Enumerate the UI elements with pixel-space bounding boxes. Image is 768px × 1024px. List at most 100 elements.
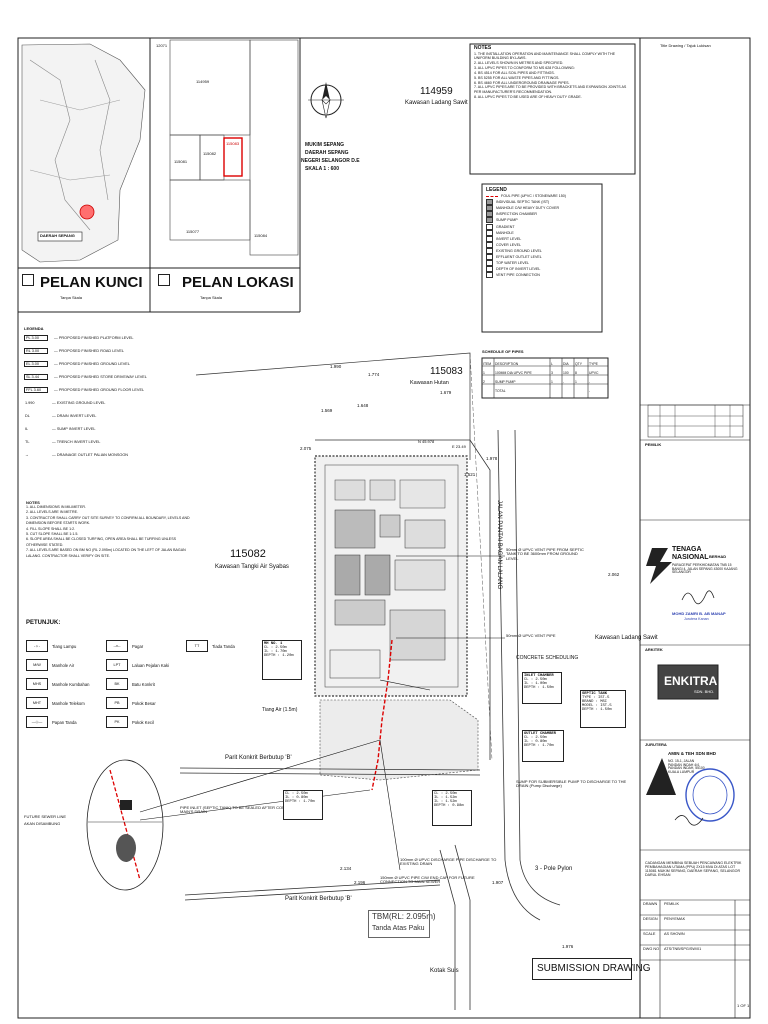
schedule-cell: UPVC xyxy=(589,370,599,375)
note-item: 3. ALL UPVC PIPES TO CONFORM TO MS 628 F… xyxy=(474,66,575,71)
tag-line: IL : 1.52m xyxy=(434,800,457,804)
lot-115083-name: Kawasan Hutan xyxy=(410,380,449,386)
tbm-box xyxy=(368,910,430,938)
pipe-legend-label: DEPTH OF INVERT LEVEL xyxy=(496,267,541,272)
level-legend-item: TL— TRENCH INVERT LEVEL xyxy=(24,435,174,448)
pipe-legend-label: COVER LEVEL xyxy=(496,242,521,247)
scale-label: SKALA 1 : 600 xyxy=(305,166,339,172)
schedule-title: SCHEDULE OF PIPES xyxy=(482,349,524,354)
foul-pipe-swatch-icon xyxy=(486,195,498,197)
pipe-legend-label: FOUL PIPE (UPVC / STONEWARE 150) xyxy=(501,194,566,198)
petunjuk-label: Manhole Air xyxy=(52,662,75,668)
legend-symbol-icon xyxy=(486,272,493,279)
location-plan-scale: Tanpa Skala xyxy=(200,295,223,300)
level-code: IL xyxy=(25,426,29,431)
schedule-cell: 1 xyxy=(575,379,577,384)
discharge-pipe-callout: 100mm Ø UPVC DISCHARGE PIPE DISCHARGE TO… xyxy=(400,857,497,867)
level-code: EL 3.00 xyxy=(24,360,48,367)
level-desc: — PROPOSED FINISHED ROAD LEVEL xyxy=(54,348,125,353)
pipe-legend-item: TOP WATER LEVEL xyxy=(486,260,601,267)
site-note-item: 5. CUT SLOPE SHALL BE 1:1.5. xyxy=(26,531,79,536)
pipe-legend-item: COVER LEVEL xyxy=(486,241,601,248)
enkitra-sub: SDN. BHD. xyxy=(694,689,715,694)
signatory-name: MOHD ZAMRI B. AB MANAP xyxy=(672,611,726,616)
title-block-value: AS SHOWN xyxy=(664,932,685,936)
pipe-legend-item: MANHOLE xyxy=(486,229,601,236)
vent-pipe-callout: 50mm Ø UPVC VENT PIPE FROM SEPTIC TANK T… xyxy=(506,547,584,561)
level-desc: — DRAINAGE OUTLET PALIAN MONSOON xyxy=(52,452,129,457)
title-block-value: PEMILIK xyxy=(664,902,679,906)
level-code: FFL 3.60 xyxy=(24,386,48,393)
daerah-label: DAERAH SEPANG xyxy=(305,150,349,156)
note-item: 4. BS 4514 FOR ALL SOIL PIPES AND FITTIN… xyxy=(474,70,555,75)
lot-114959-plan-name: Kawasan Ladang Sawit xyxy=(595,635,658,641)
petunjuk-symbol-icon: TT xyxy=(186,640,208,652)
sheet-number: 1 OF 1 xyxy=(737,1003,750,1008)
tag-line: MODEL : IST-5 xyxy=(582,704,612,708)
tag-line: DEPTH : 1.50m xyxy=(524,686,554,690)
lot-114959: 114959 xyxy=(420,86,453,97)
lot-label: 115077 xyxy=(186,229,200,234)
pipe-legend-label: EFFLUENT OUTLET LEVEL xyxy=(496,255,542,260)
level-legend-item: FFL 3.60— PROPOSED FINISHED GROUND FLOOR… xyxy=(24,383,174,396)
tag-line: DEPTH : 1.70m xyxy=(285,800,315,804)
level-desc: — EXISTING GROUND LEVEL xyxy=(52,400,106,405)
coord-e: E 23.49 xyxy=(452,444,466,449)
petunjuk-item: --x--Pagar xyxy=(106,640,143,652)
spot-level: 1.976 xyxy=(562,944,574,949)
schedule-cell: 2 xyxy=(483,379,485,384)
tag-line: CL : 2.50m xyxy=(524,736,547,740)
pipe-legend-item: DEPTH OF INVERT LEVEL xyxy=(486,266,601,273)
schedule-cell: L xyxy=(551,361,553,366)
petunjuk-symbol-icon: MHT xyxy=(26,697,48,709)
spot-level: 1.648 xyxy=(357,403,369,408)
petunjuk-label: Tiang Lampu xyxy=(52,643,77,649)
petunjuk-label: Manhole Kumbahan xyxy=(52,681,90,687)
site-note-item: 1. ALL DIMENSIONS IN MILIMETER. xyxy=(26,505,86,509)
pipe-legend-item: MANHOLE C/W HEAVY DUTY COVER xyxy=(486,205,601,212)
submission-stamp xyxy=(532,958,632,980)
pipe-seal-callout: PIPE INLET (SEPTIC TANK) TO BE SEALED AF… xyxy=(180,805,310,815)
tag-line: IL : 1.52m xyxy=(434,796,457,800)
schedule-cell: DIA xyxy=(563,361,569,366)
detail-label-2: AKAN DISAMBUNG xyxy=(24,821,61,826)
pipe-legend-item: GRADIENT xyxy=(486,223,601,230)
pipe-legend-item: EFFLUENT OUTLET LEVEL xyxy=(486,254,601,261)
parit-bottom: Parit Konkrit Berbutup 'B' xyxy=(285,896,352,902)
architect-label: ARKITEK xyxy=(645,647,663,652)
level-legend-item: →— DRAINAGE OUTLET PALIAN MONSOON xyxy=(24,448,174,461)
end-cap-callout: 150mm Ø UPVC PIPE C/W END CAP FOR FUTURE… xyxy=(380,875,475,885)
tag-line: IL : 1.00m xyxy=(524,682,547,686)
tag-line: BRAND : MSI xyxy=(582,700,608,704)
legend-symbol-icon xyxy=(486,254,493,261)
petunjuk-item: —◇—Papan Tanda xyxy=(26,716,77,728)
tag-line: IL : 0.80m xyxy=(524,740,547,744)
lot-label: 12071 xyxy=(156,43,168,48)
level-desc: — DRAIN INVERT LEVEL xyxy=(52,413,97,418)
site-note-item: 7. ALL LEVELS ARE BASED ON BM NO (RL 2.0… xyxy=(26,548,186,558)
detail-label: FUTURE SEWER LINE xyxy=(24,814,67,819)
tiang-air-callout: Tiang Air (1.5m) xyxy=(262,707,298,713)
petunjuk-symbol-icon: BK xyxy=(106,678,128,690)
site-note-item: 2. ALL LEVELS ARE IN METRE. xyxy=(26,510,78,515)
coord-n: N 45.978 xyxy=(418,439,435,444)
schedule-cell: ITEM xyxy=(483,361,492,366)
title-block-value: ATS/TNB/SPG/SW/01 xyxy=(664,947,702,951)
pipe-legend-label: VENT PIPE CONNECTION xyxy=(496,273,540,278)
pipe-legend-item: SUMP PUMP xyxy=(486,217,601,224)
legend-symbol-icon xyxy=(486,211,493,218)
petunjuk-symbol-icon: --x-- xyxy=(106,640,128,652)
schedule-cell: QTY xyxy=(575,361,582,366)
pipe-legend-item: FOUL PIPE (UPVC / STONEWARE 150) xyxy=(486,193,601,199)
legend-symbol-icon xyxy=(486,260,493,267)
spot-level: 2.196 xyxy=(354,880,366,885)
level-legend-item: DL— DRAIN INVERT LEVEL xyxy=(24,409,174,422)
pipe-legend-label: EXISTING GROUND LEVEL xyxy=(496,248,542,253)
schedule-cell: - xyxy=(563,379,565,384)
